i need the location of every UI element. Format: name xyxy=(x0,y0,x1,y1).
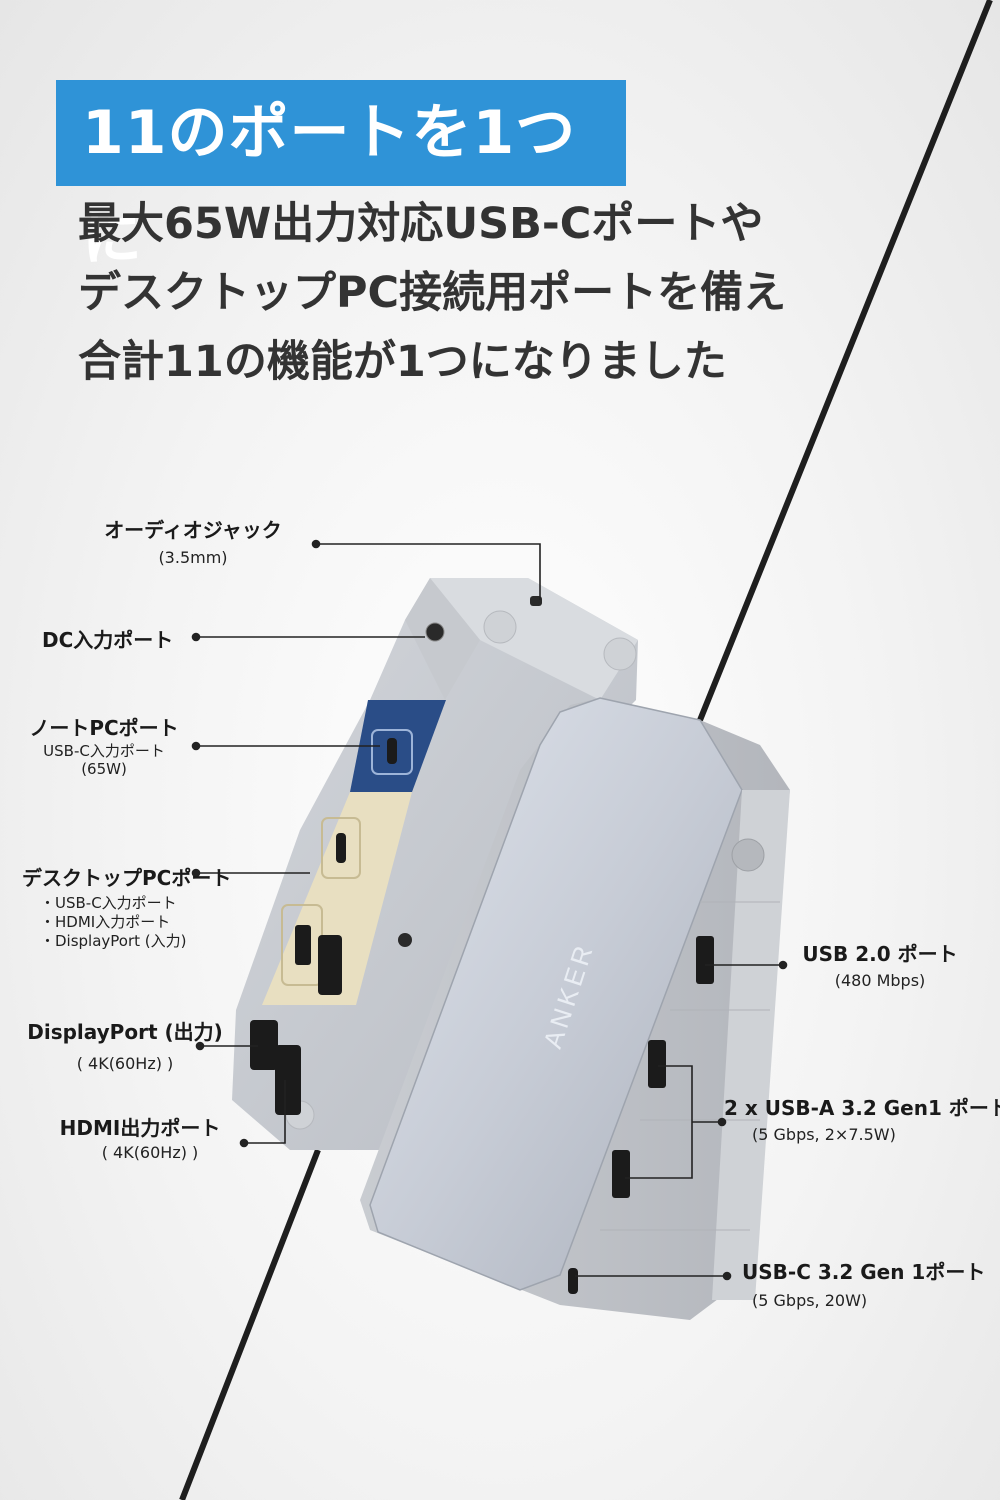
data-cable xyxy=(179,1148,321,1500)
subtitle-line-2: デスクトップPC接続用ポートを備え xyxy=(78,268,787,318)
power-cable xyxy=(687,0,993,747)
audio-jack-sub: (3.5mm) xyxy=(158,548,228,567)
usb2-label: USB 2.0 ポート xyxy=(802,942,958,966)
audio-jack-label: オーディオジャック xyxy=(104,518,282,542)
usbc-sub: (5 Gbps, 20W) xyxy=(752,1291,868,1310)
usba-label: 2 x USB-A 3.2 Gen1 ポート xyxy=(724,1096,1000,1120)
subtitle: 最大65W出力対応USB-Cポートや デスクトップPC接続用ポートを備え 合計1… xyxy=(78,190,978,397)
laptop-port-sub2: (65W) xyxy=(81,760,127,778)
usbc-label: USB-C 3.2 Gen 1ポート xyxy=(742,1260,986,1284)
desktop-port-item-3: ・DisplayPort (入力) xyxy=(40,932,187,950)
hdmi-out-sub: ( 4K(60Hz) ) xyxy=(101,1143,199,1162)
hdmi-out-label: HDMI出力ポート xyxy=(59,1116,221,1140)
laptop-port-sub1: USB-C入力ポート xyxy=(43,742,165,760)
headline-banner: 11のポートを1つに xyxy=(56,80,626,274)
desktop-port-label: デスクトップPCポート xyxy=(22,866,232,890)
desktop-port-item-1: ・USB-C入力ポート xyxy=(40,894,177,912)
headline-text: 11のポートを1つに xyxy=(82,98,577,274)
displayport-out-label: DisplayPort (出力) xyxy=(27,1020,223,1044)
subtitle-line-1: 最大65W出力対応USB-Cポートや xyxy=(78,199,764,249)
usb2-sub: (480 Mbps) xyxy=(834,971,926,990)
dc-input-label: DC入力ポート xyxy=(42,628,174,652)
usba-sub: (5 Gbps, 2×7.5W) xyxy=(752,1125,896,1144)
laptop-port-label: ノートPCポート xyxy=(29,716,179,740)
front-body xyxy=(360,697,790,1320)
callout-lines xyxy=(191,539,788,1281)
desktop-port-item-2: ・HDMI入力ポート xyxy=(40,913,171,931)
displayport-out-sub: ( 4K(60Hz) ) xyxy=(76,1054,174,1073)
subtitle-line-3: 合計11の機能が1つになりました xyxy=(78,337,727,387)
